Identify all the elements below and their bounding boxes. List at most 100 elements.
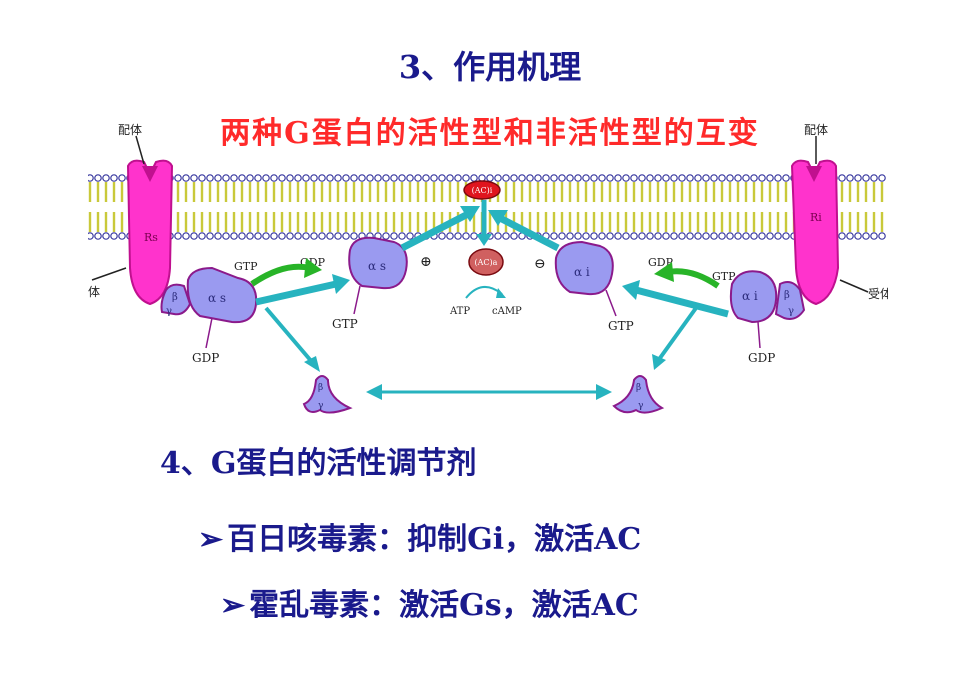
alpha-s-inactive-label: α s [208,291,226,305]
lipid-head [870,232,878,240]
lipid-head [190,174,198,182]
beta-gamma-left: β γ [302,375,353,414]
atp-label: ATP [449,306,470,317]
lipid-head [262,232,270,240]
lipid-head [670,174,678,182]
lipid-head [574,174,582,182]
lipid-head [334,232,342,240]
lipid-head [454,174,462,182]
lipid-head [390,232,398,240]
lipid-head [174,174,182,182]
lipid-head [774,174,782,182]
lipid-head [662,232,670,240]
inhibit-sign: ⊖ [534,256,546,272]
lipid-head [182,232,190,240]
lipid-head [862,174,870,182]
lipid-head [718,232,726,240]
lipid-head [726,232,734,240]
lipid-head [382,174,390,182]
lipid-head [766,232,774,240]
lipid-head [118,174,126,182]
lipid-head [350,232,358,240]
lipid-head [590,232,598,240]
lipid-head [534,174,542,182]
lipid-head [214,232,222,240]
stimulate-sign: ⊕ [420,254,432,270]
beta-label-left: β [172,292,178,303]
lipid-head [510,174,518,182]
lipid-head [742,232,750,240]
lipid-head [454,232,462,240]
bullet-text: 霍乱毒素：激活Gs，激活AC [249,588,639,623]
lipid-head [846,232,854,240]
gtp-exchange-left-label: GTP [234,260,258,273]
lipid-head [862,232,870,240]
lipid-head [342,174,350,182]
lipid-head [542,174,550,182]
lipid-head [846,174,854,182]
section-title-regulators: 4、G蛋白的活性调节剂 [160,446,477,481]
lipid-head [206,174,214,182]
lipid-head [302,232,310,240]
lipid-head [686,232,694,240]
lipid-head [686,174,694,182]
lipid-head [94,174,102,182]
lipid-head [502,174,510,182]
lipid-head [734,232,742,240]
lipid-head [374,174,382,182]
bullet-arrow-icon: ➢ [198,522,224,557]
gi-complex-inactive: α i β γ [729,270,806,324]
lipid-head [702,232,710,240]
lipid-head [230,174,238,182]
lipid-head [774,232,782,240]
lipid-head [206,232,214,240]
lipid-head [238,232,246,240]
lipid-head [550,174,558,182]
bullet-text: 百日咳毒素：抑制Gi，激活AC [227,522,642,557]
lipid-head [630,174,638,182]
rs-label: Rs [144,231,158,244]
bullet-cholera-toxin: ➢霍乱毒素：激活Gs，激活AC [220,580,639,624]
lipid-head [446,174,454,182]
alpha-i-active: α i [554,240,614,296]
lipid-head [470,174,478,182]
lipid-head [734,174,742,182]
pathway-arrows [255,200,729,400]
lipid-head [326,232,334,240]
lipid-head [758,232,766,240]
lipid-head [318,174,326,182]
lipid-head [614,174,622,182]
adenylate-cyclase-active: (AC)a [468,248,504,276]
lipid-head [558,174,566,182]
bullet-pertussis-toxin: ➢百日咳毒素：抑制Gi，激活AC [198,514,641,558]
gamma-label-left: γ [166,306,172,317]
lipid-head [630,232,638,240]
lipid-head [222,174,230,182]
lipid-head [646,232,654,240]
lipid-head [294,232,302,240]
lipid-head [430,174,438,182]
lipid-head [390,174,398,182]
adenylate-cyclase-inactive: (AC)i [463,180,501,200]
cell-membrane [88,174,888,240]
lipid-head [566,232,574,240]
lipid-head [286,232,294,240]
lipid-head [254,174,262,182]
alpha-s-active: α s [348,236,408,290]
lipid-head [574,232,582,240]
lipid-head [278,174,286,182]
lipid-head [566,174,574,182]
lipid-head [278,232,286,240]
lipid-head [254,232,262,240]
lipid-head [638,174,646,182]
gs-complex-inactive: α s β γ [160,266,258,324]
lipid-head [214,174,222,182]
lipid-head [446,232,454,240]
lipid-head [318,232,326,240]
lipid-head [246,174,254,182]
lipid-head [286,174,294,182]
lipid-head [750,232,758,240]
lipid-head [606,174,614,182]
lipid-head [742,174,750,182]
ac-a-label: (AC)a [475,258,498,267]
